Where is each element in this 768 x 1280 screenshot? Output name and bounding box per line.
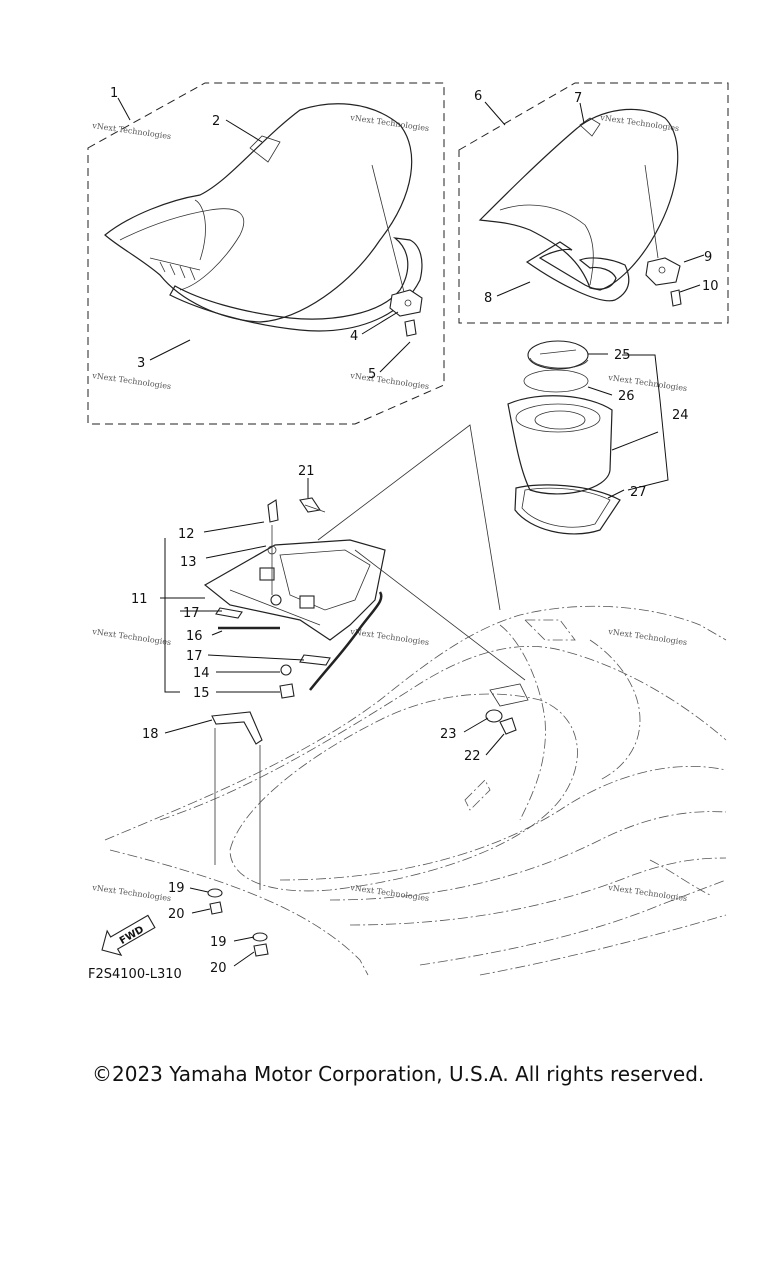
callout-7: 7 <box>574 91 582 106</box>
callout-13: 13 <box>180 555 197 570</box>
callout-23: 23 <box>440 727 457 742</box>
watermark: vNext Technologies <box>607 627 688 647</box>
callout-18: 18 <box>142 727 159 742</box>
leader-lines <box>117 97 705 967</box>
callout-16: 16 <box>186 629 203 644</box>
fwd-arrow-icon: FWD <box>101 914 156 956</box>
callout-2: 2 <box>212 114 220 129</box>
callout-27: 27 <box>630 485 647 500</box>
callout-25: 25 <box>614 348 631 363</box>
watermark: vNext Technologies <box>91 627 172 647</box>
storage-bin-group <box>507 340 621 535</box>
callout-21: 21 <box>298 464 315 479</box>
copyright-notice: ©2023 Yamaha Motor Corporation, U.S.A. A… <box>92 1062 705 1086</box>
callout-15: 15 <box>193 686 210 701</box>
watermark: vNext Technologies <box>349 627 430 647</box>
callout-20b: 20 <box>210 961 227 976</box>
callout-1: 1 <box>110 86 118 101</box>
callout-3: 3 <box>137 356 145 371</box>
watermark: vNext Technologies <box>91 121 172 141</box>
callout-10: 10 <box>702 279 719 294</box>
hull-outline <box>104 605 727 976</box>
callout-4: 4 <box>350 329 358 344</box>
watermark: vNext Technologies <box>349 113 430 133</box>
callout-24: 24 <box>672 408 689 423</box>
watermarks: vNext Technologies vNext Technologies vN… <box>91 113 688 903</box>
watermark: vNext Technologies <box>91 371 172 391</box>
tray-assembly <box>203 497 529 957</box>
callout-numbers: 1 2 3 4 5 6 7 8 9 10 11 12 13 14 15 16 1… <box>110 86 719 976</box>
callout-6: 6 <box>474 89 482 104</box>
watermark: vNext Technologies <box>599 113 680 133</box>
callout-19: 19 <box>168 881 185 896</box>
callout-9: 9 <box>704 250 712 265</box>
callout-19b: 19 <box>210 935 227 950</box>
front-seat-group <box>87 82 445 425</box>
rear-seat-group <box>458 82 729 324</box>
parts-diagram: vNext Technologies vNext Technologies vN… <box>87 82 729 982</box>
callout-8: 8 <box>484 291 492 306</box>
callout-22: 22 <box>464 749 481 764</box>
watermark: vNext Technologies <box>349 371 430 391</box>
callout-20: 20 <box>168 907 185 922</box>
watermark: vNext Technologies <box>607 883 688 903</box>
callout-26: 26 <box>618 389 635 404</box>
callout-5: 5 <box>368 367 376 382</box>
diagram-code: F2S4100-L310 <box>88 967 182 982</box>
callout-17b: 17 <box>186 649 203 664</box>
watermark: vNext Technologies <box>91 883 172 903</box>
callout-12: 12 <box>178 527 195 542</box>
callout-17: 17 <box>183 606 200 621</box>
callout-11: 11 <box>131 592 148 607</box>
callout-14: 14 <box>193 666 210 681</box>
